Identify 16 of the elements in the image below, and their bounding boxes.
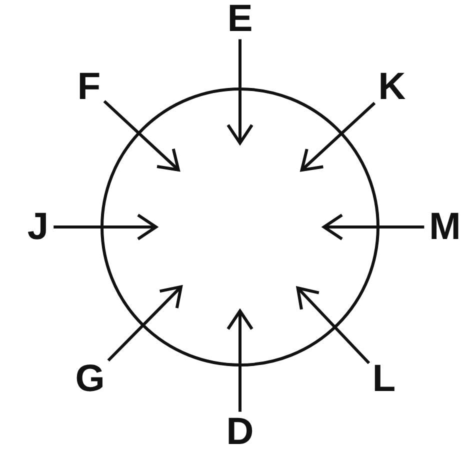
arrow-label: D <box>226 416 254 448</box>
arrow <box>103 100 180 172</box>
arrow-label: M <box>429 212 461 242</box>
arrow-label: F <box>77 72 101 102</box>
arrow-label: L <box>372 364 396 394</box>
arrow <box>107 285 182 362</box>
arrow-label: K <box>378 72 406 102</box>
arrow-label: G <box>75 364 105 394</box>
arrow <box>322 214 424 240</box>
arrow <box>300 102 376 172</box>
arrow <box>226 39 254 144</box>
arrow-label: E <box>227 4 253 34</box>
arrow <box>54 214 158 240</box>
arrow-label: J <box>27 212 49 242</box>
arrow <box>226 310 254 412</box>
arrow <box>296 286 370 364</box>
